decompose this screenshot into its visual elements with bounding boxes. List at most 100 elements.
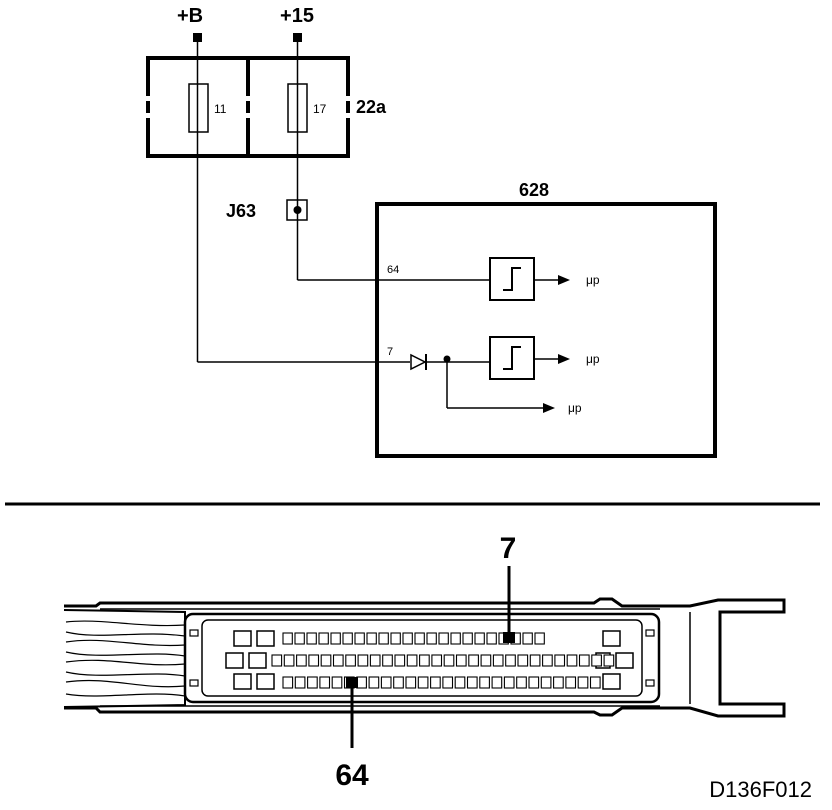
pin-cavity xyxy=(577,676,589,689)
pin-cavity xyxy=(491,676,503,689)
pin-cavity xyxy=(271,654,283,667)
pin-cavity xyxy=(503,676,515,689)
pin-cavities xyxy=(271,632,615,689)
pin-cavity xyxy=(589,676,601,689)
pin-cavity xyxy=(450,632,461,645)
pin-7-highlight xyxy=(503,632,515,643)
pin-cavity xyxy=(517,654,529,667)
pin-cavity xyxy=(474,632,485,645)
pin-cavity xyxy=(354,632,365,645)
fuse-11-label: 11 xyxy=(214,102,227,116)
pin-cavity xyxy=(529,654,541,667)
pin-64-label: 64 xyxy=(387,264,399,276)
pin-cavity xyxy=(468,654,479,667)
pin-cavity xyxy=(394,654,406,667)
arrow-2-icon xyxy=(558,354,570,364)
pin-cavity xyxy=(380,676,392,689)
pin-cavity xyxy=(522,632,533,645)
pin-cavity xyxy=(330,632,341,645)
pin-cavity xyxy=(462,632,473,645)
supply-15-label: +15 xyxy=(280,5,314,27)
diode-icon xyxy=(410,353,427,371)
pin-cavity xyxy=(382,654,393,667)
pin-7-label: 7 xyxy=(387,346,393,358)
pin-cavity xyxy=(466,676,478,689)
pin-cavity xyxy=(345,654,356,667)
pin-cavity xyxy=(442,676,454,689)
pin-cavity xyxy=(378,632,389,645)
pin-cavity xyxy=(566,654,578,667)
output-1-label: μp xyxy=(586,273,600,287)
pin-cavity xyxy=(565,676,577,689)
callout-7-label: 7 xyxy=(500,532,517,565)
fuse-17-label: 17 xyxy=(313,102,327,116)
pin-cavity xyxy=(282,632,293,645)
pin-cavity xyxy=(431,654,443,667)
output-3-label: μp xyxy=(568,401,582,415)
control-unit-label: 628 xyxy=(519,180,549,200)
pin-cavity xyxy=(516,676,527,689)
pin-cavity xyxy=(307,676,318,689)
pin-cavity xyxy=(479,676,490,689)
pin-cavity xyxy=(414,632,425,645)
pin-cavity xyxy=(443,654,455,667)
pin-cavity xyxy=(417,676,429,689)
pin-cavity xyxy=(426,632,437,645)
pin-cavity xyxy=(320,654,332,667)
pin-cavity xyxy=(283,654,295,667)
pin-cavity xyxy=(342,632,353,645)
fuse-11 xyxy=(188,83,209,133)
junction-label: J63 xyxy=(226,201,256,221)
pin-cavity xyxy=(366,632,377,645)
callout-64-label: 64 xyxy=(335,759,369,792)
pin-cavity xyxy=(591,654,602,667)
schmitt-trigger-2 xyxy=(489,336,535,380)
control-unit-628 xyxy=(375,202,717,458)
pin-cavity xyxy=(369,654,381,667)
pin-cavity xyxy=(308,654,320,667)
pin-cavity xyxy=(505,654,516,667)
fuse-box xyxy=(145,56,351,158)
pin-cavity xyxy=(455,654,467,667)
pin-cavity xyxy=(368,676,380,689)
pin-cavity xyxy=(528,676,540,689)
schmitt-trigger-1 xyxy=(489,257,535,301)
junction-dot xyxy=(293,206,302,214)
terminal-15 xyxy=(293,33,302,42)
pin-cavity xyxy=(405,676,417,689)
pin-cavity xyxy=(480,654,492,667)
pin-cavity xyxy=(332,654,344,667)
figure-code: D136F012 xyxy=(709,777,812,802)
pin-cavity xyxy=(553,676,564,689)
pin-cavity xyxy=(406,654,418,667)
arrow-3-icon xyxy=(543,403,555,413)
terminal-b xyxy=(193,33,202,42)
pin-cavity xyxy=(331,676,343,689)
pin-cavity xyxy=(294,632,305,645)
pin-cavity xyxy=(357,654,369,667)
pin-cavity xyxy=(356,676,367,689)
arrow-1-icon xyxy=(558,275,570,285)
pin-cavity xyxy=(402,632,413,645)
pin-cavity xyxy=(306,632,317,645)
output-2-label: μp xyxy=(586,352,600,366)
connector-drawing xyxy=(63,597,786,718)
pin-cavity xyxy=(438,632,449,645)
fuse-box-label: 22a xyxy=(356,97,387,117)
pin-cavity xyxy=(294,676,306,689)
pin-cavity xyxy=(318,632,329,645)
pin-cavity xyxy=(282,676,294,689)
wire-bundle xyxy=(63,609,186,708)
pin-cavity xyxy=(578,654,590,667)
pin-cavity xyxy=(603,654,615,667)
pin-cavity xyxy=(296,654,307,667)
pin-cavity xyxy=(492,654,504,667)
pin-cavity xyxy=(430,676,441,689)
pin-cavity xyxy=(454,676,466,689)
pin-cavity xyxy=(554,654,566,667)
pin-64-highlight xyxy=(346,677,358,688)
pin-cavity xyxy=(390,632,401,645)
pin-cavity xyxy=(419,654,430,667)
pin-cavity xyxy=(534,632,545,645)
